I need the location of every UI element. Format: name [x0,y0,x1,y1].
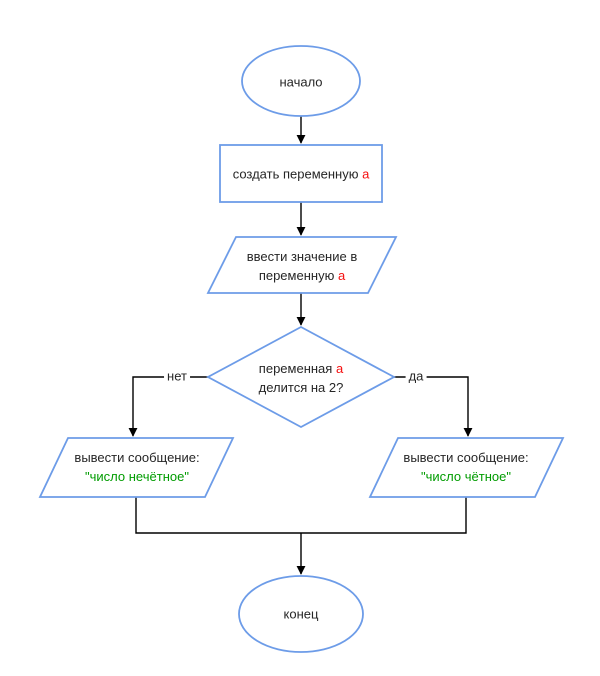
end-label: конец [283,606,319,622]
input-value-label: ввести значение в переменную a [247,247,358,285]
output-even-parallelogram-shape [368,437,565,498]
output-odd-string: "число нечётное" [85,469,189,484]
input-value-line1: ввести значение в [246,249,358,264]
variable-a: a [335,361,344,376]
merge-connector [135,497,467,534]
decision-label: переменная a делится на 2? [259,359,344,397]
output-odd-line1: вывести сообщение: [74,450,200,465]
create-variable-text: создать переменную [232,166,363,182]
start-terminator-shape [241,45,361,117]
yes-branch-label: да [405,367,427,386]
input-value-line2: переменную a [258,268,346,283]
output-even-line1: вывести сообщение: [403,450,529,465]
arrow-no-branch [128,376,208,437]
no-branch-label: нет [164,367,190,386]
decision-line2: делится на 2? [258,380,344,395]
start-label: начало [279,74,323,90]
output-even-string: "число чётное" [421,469,511,484]
output-even-label: вывести сообщение: "число чётное" [403,448,528,486]
create-variable-label: создать переменную a [233,165,370,184]
output-odd-parallelogram-shape [38,437,235,498]
end-terminator-shape [238,575,364,653]
arrow-yes-branch [394,376,473,437]
input-parallelogram-shape [206,236,398,294]
decision-line1: переменная a [258,361,344,376]
decision-diamond-shape [206,325,396,429]
variable-a: a [362,166,370,182]
variable-a: a [337,268,346,283]
create-variable-process-shape [219,144,383,203]
output-odd-label: вывести сообщение: "число нечётное" [74,448,199,486]
